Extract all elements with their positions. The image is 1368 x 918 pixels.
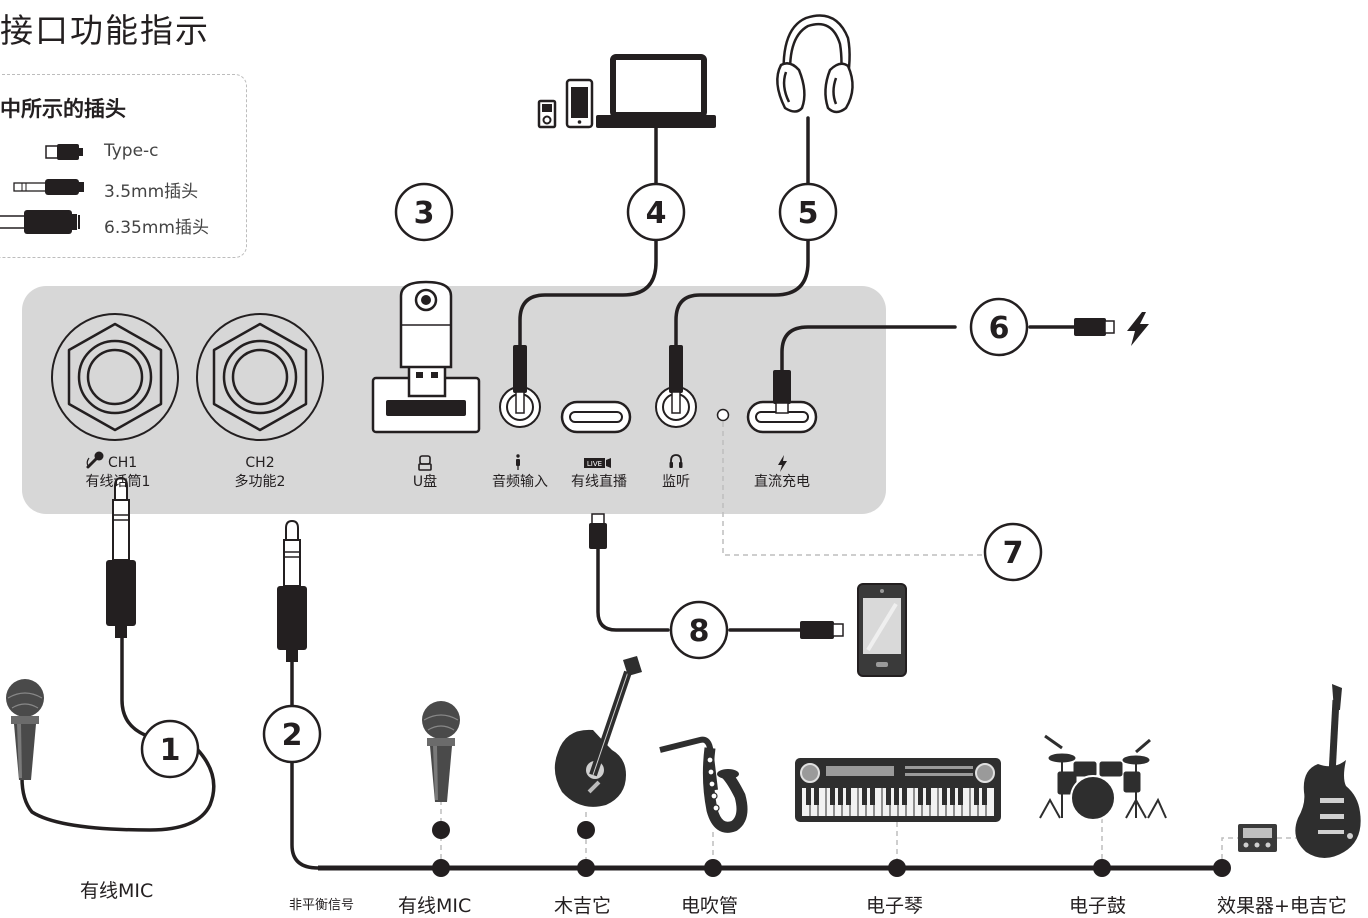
live-badge-text: LIVE	[587, 460, 602, 468]
keyboard-icon	[795, 758, 1001, 822]
wired-mic-bus-icon	[422, 701, 460, 802]
live-type-c-plug	[589, 513, 607, 549]
drum-kit-icon	[1039, 734, 1167, 821]
ch1-label: 有线话筒1	[85, 474, 151, 490]
live-usb-c-port[interactable]	[560, 400, 632, 434]
ch2-6-35mm-plug	[277, 519, 307, 662]
legend-label-type-c: Type-c	[104, 141, 159, 161]
laptop-icon	[596, 54, 716, 128]
live-camera-icon: LIVE	[584, 458, 611, 468]
live-label: 有线直播	[571, 474, 627, 490]
usb-drive-icon	[399, 280, 453, 398]
dc-label: 直流充电	[754, 474, 810, 490]
plug-legend-box	[0, 74, 247, 258]
instrument-label-keyboard: 电子琴	[866, 895, 924, 917]
instrument-label-drums: 电子鼓	[1069, 895, 1127, 917]
audio-input-plug	[513, 345, 527, 414]
dc-type-c-plug	[773, 370, 791, 414]
instrument-label-mic: 有线MIC	[398, 895, 472, 917]
type-c-plug-icon	[1074, 318, 1115, 336]
audio-plug-icon	[516, 454, 520, 470]
3-5mm-plug-icon	[13, 179, 84, 195]
ch2-jack[interactable]	[196, 313, 324, 441]
power-bolt-icon	[1127, 312, 1149, 346]
marker-8: 8	[689, 614, 710, 649]
ch1-jack[interactable]	[51, 313, 179, 441]
usb-label: U盘	[412, 474, 438, 490]
marker-2: 2	[282, 718, 303, 753]
marker-1: 1	[160, 733, 181, 768]
marker-5: 5	[798, 196, 819, 231]
marker-4: 4	[646, 196, 667, 231]
monitor-label: 监听	[662, 474, 690, 490]
phone-type-c-plug	[800, 621, 844, 639]
marker-6: 6	[989, 311, 1010, 346]
marker-7: 7	[1003, 536, 1024, 571]
type-c-plug-icon	[45, 144, 83, 160]
lightning-icon	[778, 455, 787, 472]
ch1-6-35mm-plug	[106, 476, 136, 638]
ch1-name: CH1	[108, 455, 138, 471]
effect-pedal-icon	[1238, 824, 1277, 852]
left-mic-label: 有线MIC	[80, 880, 154, 902]
ch2-name: CH2	[245, 455, 275, 471]
ipod-icon	[537, 99, 557, 129]
instrument-label-saxophone: 电吹管	[681, 895, 739, 917]
audio-input-label: 音频输入	[492, 474, 548, 490]
microphone-icon	[86, 451, 104, 469]
unbalanced-signal-label: 非平衡信号	[289, 898, 355, 913]
led-indicator	[716, 408, 730, 422]
bus-dots	[432, 821, 1231, 877]
number-markers	[140, 182, 1043, 779]
acoustic-guitar-icon	[554, 656, 642, 807]
saxophone-icon	[659, 736, 748, 833]
cables	[20, 116, 1224, 870]
legend-label-3-5mm: 3.5mm插头	[104, 182, 199, 202]
6-35mm-plug-icon	[0, 210, 80, 234]
legend-title: 中所示的插头	[0, 97, 126, 121]
instrument-label-effect-guitar: 效果器+电吉它	[1217, 895, 1347, 917]
page-title: 接口功能指示	[0, 11, 210, 50]
usb-drive-small-icon	[418, 455, 432, 471]
marker-3: 3	[414, 196, 435, 231]
legend-label-6-35mm: 6.35mm插头	[104, 218, 209, 238]
monitor-plug	[669, 345, 683, 414]
headphone-icon	[669, 454, 683, 468]
smartphone-icon	[565, 78, 594, 129]
ch2-label: 多功能2	[234, 474, 286, 490]
headphones-icon	[776, 14, 854, 114]
wired-mic-left-icon	[6, 679, 44, 780]
phone-device-icon	[857, 583, 907, 677]
electric-guitar-icon	[1295, 684, 1361, 858]
instrument-label-acoustic-guitar: 木吉它	[554, 895, 612, 917]
